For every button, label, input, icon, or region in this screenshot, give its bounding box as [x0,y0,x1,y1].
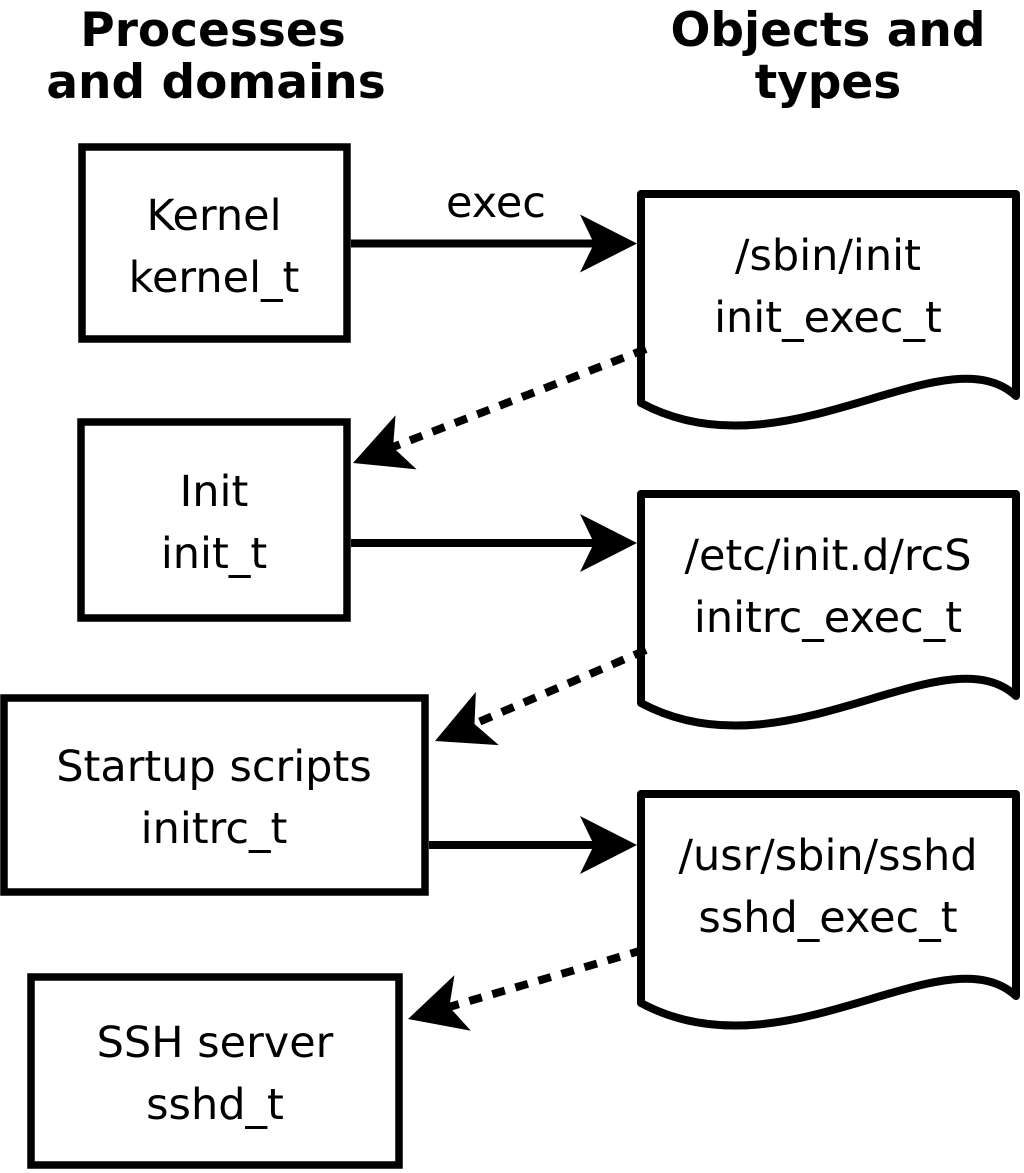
process-node-ssh-server: SSH server sshd_t [27,973,403,1169]
process-startup-type: initrc_t [141,804,288,854]
document-shape-etc-initd-rcs [637,490,1020,730]
column-header-processes: Processes and domains [46,3,385,110]
exec-arrow-startup-to-sshd [429,816,637,874]
process-startup-name: Startup scripts [56,742,372,792]
column-header-objects: Objects and types [670,3,985,110]
process-kernel-type: kernel_t [129,253,300,303]
process-ssh-name: SSH server [97,1018,334,1068]
exec-arrow-kernel-to-sbin-init: exec [351,178,637,273]
transition-arrow-rcs-to-startup [435,646,648,746]
process-node-startup-scripts: Startup scripts initrc_t [0,694,429,896]
process-node-kernel: Kernel kernel_t [78,143,351,343]
process-kernel-name: Kernel [146,191,281,241]
process-ssh-type: sshd_t [146,1080,284,1130]
transition-arrowhead-icon [353,415,417,470]
document-shape-sbin-init [637,190,1020,430]
header-objects-line1: Objects and [670,3,985,58]
document-shape-usr-sbin-sshd [637,790,1020,1030]
object-sshd-type: sshd_exec_t [698,893,957,943]
transition-arrowhead-icon [408,975,471,1031]
process-box-ssh-server [27,973,403,1169]
header-processes-line1: Processes [80,3,345,58]
transition-arrow-sshd-to-ssh-server [408,946,645,1031]
process-box-init [77,418,351,622]
transition-arrow-line [391,345,648,451]
object-node-etc-initd-rcs: /etc/init.d/rcS initrc_exec_t [637,490,1020,730]
object-rcs-type: initrc_exec_t [694,593,962,643]
transition-arrow-line [472,646,648,728]
exec-arrow-label: exec [446,178,546,228]
object-node-sbin-init: /sbin/init init_exec_t [637,190,1020,430]
header-objects-line2: types [755,55,902,110]
object-sshd-path: /usr/sbin/sshd [678,831,977,881]
exec-arrow-init-to-rcs [351,514,637,572]
transition-arrow-line [447,946,645,1011]
process-node-init: Init init_t [77,418,351,622]
process-init-type: init_t [161,529,267,579]
object-sbin-init-path: /sbin/init [735,231,921,281]
object-rcs-path: /etc/init.d/rcS [684,531,971,581]
object-node-usr-sbin-sshd: /usr/sbin/sshd sshd_exec_t [637,790,1020,1030]
transition-arrowhead-icon [435,691,499,746]
header-processes-line2: and domains [46,55,385,110]
transition-arrow-sbin-init-to-init [353,345,648,470]
object-sbin-init-type: init_exec_t [714,293,942,343]
exec-arrowhead-icon [580,514,637,572]
exec-arrowhead-icon [580,214,637,273]
process-box-startup-scripts [0,694,429,896]
exec-arrowhead-icon [580,816,637,874]
process-init-name: Init [180,467,249,517]
process-box-kernel [78,143,351,343]
